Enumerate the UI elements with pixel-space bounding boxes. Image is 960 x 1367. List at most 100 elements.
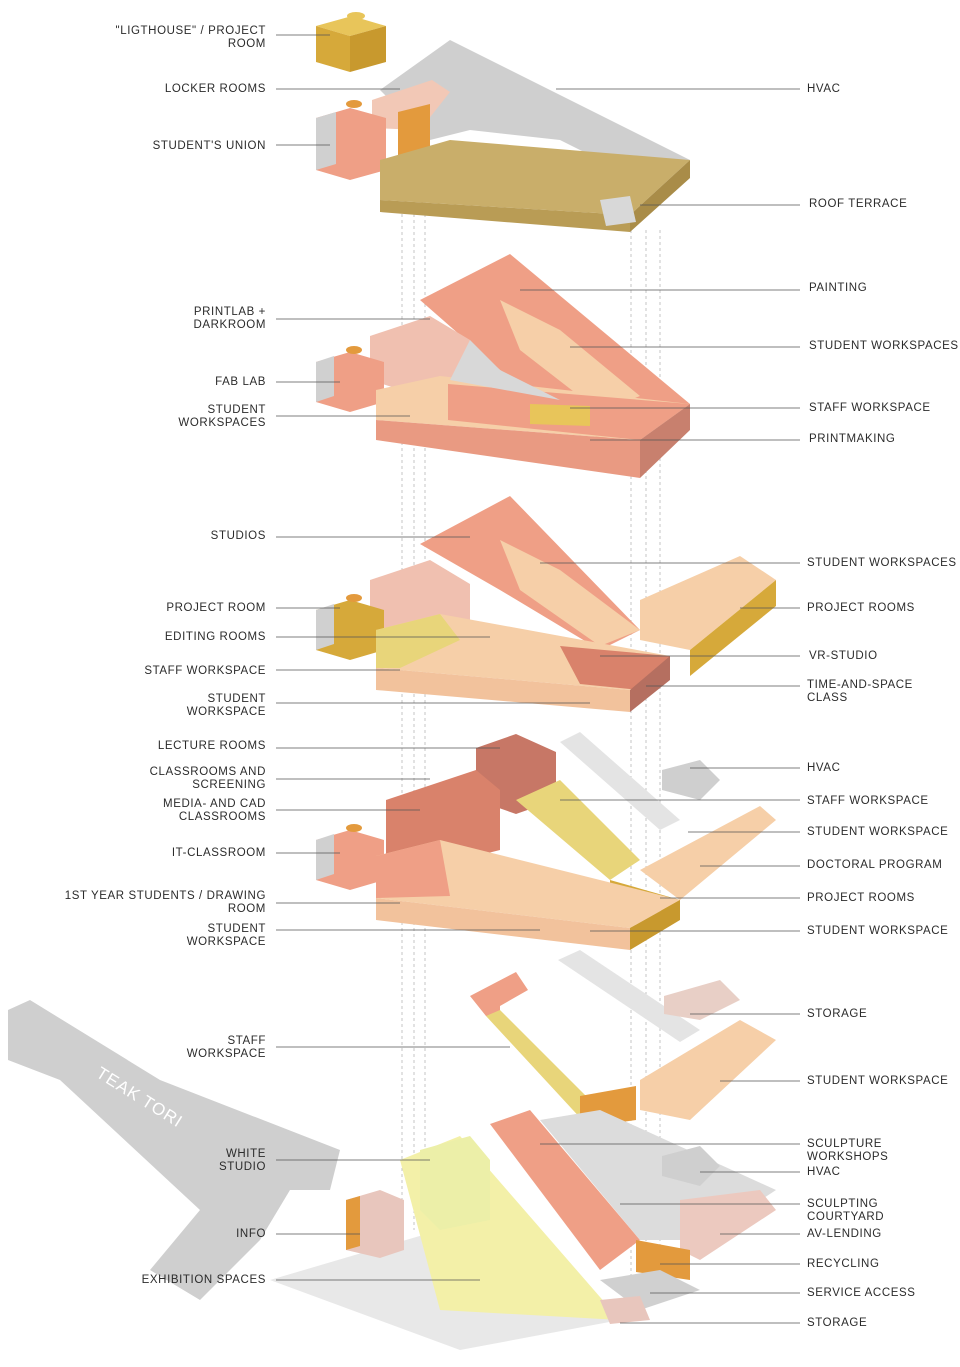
label-editing-rooms: EDITING ROOMS: [164, 631, 266, 643]
label-fab-lab: FAB LAB: [215, 376, 266, 388]
project-room-grey: [316, 604, 334, 650]
label-student-workspace-2: STUDENT WORKSPACE: [186, 923, 266, 948]
label-exhibition-spaces: EXHIBITION SPACES: [141, 1274, 266, 1286]
label-time-and-space-class: TIME-AND-SPACE CLASS: [807, 679, 913, 704]
av-lending: [680, 1190, 776, 1260]
label-vr-studio: VR-STUDIO: [809, 650, 878, 662]
label-sculpting-courtyard: SCULPTING COURTYARD: [807, 1198, 885, 1223]
vr-studio: [560, 646, 670, 690]
label-project-rooms-2: PROJECT ROOMS: [807, 892, 915, 904]
student-workspace-1: [640, 1020, 776, 1120]
lighthouse-cylinder: [347, 12, 365, 20]
label-storage-1: STORAGE: [807, 1008, 868, 1020]
staff-workspace-1: [486, 1010, 600, 1122]
orange-columns: [398, 104, 430, 158]
east-wing-3: [640, 556, 776, 650]
storage-block-1: [664, 980, 740, 1020]
south-wing-2-top: [376, 840, 680, 928]
label-project-room-3: PROJECT ROOM: [166, 602, 266, 614]
union-cylinder: [346, 100, 362, 108]
label-student-workspace-3: STUDENT WORKSPACE: [186, 693, 266, 718]
label-staff-workspace-2: STAFF WORKSPACE: [807, 795, 929, 807]
label-staff-workspace-3: STAFF WORKSPACE: [144, 665, 266, 677]
teak-tori-plate: [8, 1000, 340, 1300]
label-hvac-roof: HVAC: [807, 83, 841, 95]
label-student-workspaces-3-right: STUDENT WORKSPACES: [807, 557, 957, 569]
floor-2: [316, 732, 776, 950]
grey-stack-left: [316, 112, 336, 170]
leader-lines: [276, 34, 800, 1324]
white-studio: [420, 1136, 490, 1230]
classrooms-block: [386, 770, 500, 870]
label-printlab-darkroom: PRINTLAB + DARKROOM: [193, 306, 266, 331]
floor-3: [316, 496, 776, 712]
south-wing-front: [376, 420, 640, 478]
label-info: INFO: [236, 1228, 266, 1240]
label-staff-workspace-1: STAFF WORKSPACE: [186, 1035, 266, 1060]
roof-terrace-floor: [380, 140, 690, 215]
student-workspaces-wing: [500, 300, 640, 412]
info-orange: [346, 1196, 360, 1250]
staff-workspace-2: [516, 780, 640, 880]
lighthouse-box-left: [316, 26, 350, 72]
label-studios: STUDIOS: [210, 530, 266, 542]
south-wing-end: [640, 404, 690, 478]
student-workspace-2-east: [640, 806, 776, 900]
south-wing-3-front: [376, 668, 630, 712]
floor-4: [316, 254, 690, 478]
label-student-workspace-2-lower: STUDENT WORKSPACE: [807, 925, 949, 937]
south-wing-2-front: [376, 898, 630, 950]
south-wing-2-end: [630, 900, 680, 950]
project-rooms-east: [690, 580, 776, 676]
label-storage-ground: STORAGE: [807, 1317, 868, 1329]
label-printmaking: PRINTMAKING: [809, 433, 896, 445]
sculpture-workshops: [490, 1110, 640, 1270]
recycling: [636, 1240, 690, 1280]
label-student-workspaces-4: STUDENT WORKSPACES: [178, 404, 266, 429]
label-sculpture-workshops: SCULPTURE WORKSHOPS: [807, 1138, 889, 1163]
hvac-ground: [662, 1146, 720, 1186]
time-space-class: [630, 656, 670, 712]
hvac-roof-plate: [380, 40, 690, 180]
label-first-year-drawing-room: 1st YEAR STUDENTS / DRAWING ROOM: [64, 890, 266, 915]
label-staff-workspace-4: STAFF WORKSPACE: [809, 402, 931, 414]
ground-floor: TEAK TORI: [8, 1000, 776, 1350]
label-media-cad-classrooms: MEDIA- AND CAD CLASSROOMS: [163, 798, 266, 823]
storage-ground: [600, 1296, 650, 1324]
terrace-platform: [600, 196, 636, 226]
project-room-cylinder: [346, 594, 362, 602]
label-painting: PAINTING: [809, 282, 868, 294]
fab-lab-cylinder: [346, 346, 362, 354]
label-white-studio: WHITE STUDIO: [218, 1148, 266, 1173]
label-student-workspaces-4-right: STUDENT WORKSPACES: [809, 340, 959, 352]
label-roof-terrace: ROOF TERRACE: [809, 198, 908, 210]
fab-lab-grey: [316, 356, 334, 402]
label-classrooms-screening: CLASSROOMS AND SCREENING: [149, 766, 266, 791]
label-av-lending: AV-LENDING: [807, 1228, 882, 1240]
locker-rooms-block: [372, 80, 450, 130]
staff-workspace-yellow: [530, 404, 590, 426]
label-recycling: RECYCLING: [807, 1258, 880, 1270]
floor-1: [470, 950, 776, 1128]
label-doctoral-program: DOCTORAL PROGRAM: [807, 859, 943, 871]
label-project-rooms-3: PROJECT ROOMS: [807, 602, 915, 614]
lighthouse-box-top: [316, 16, 386, 36]
label-locker-rooms: LOCKER ROOMS: [164, 83, 266, 95]
staff-workspace-3: [376, 614, 460, 668]
label-service-access: SERVICE ACCESS: [807, 1287, 916, 1299]
roof-terrace-side: [630, 160, 690, 232]
student-workspaces-wing-3: [500, 540, 640, 646]
label-lighthouse-project-room: "LIGTHOUSE" / PROJECT ROOM: [115, 25, 266, 50]
label-lecture-rooms: LECTURE ROOMS: [157, 740, 266, 752]
it-grey: [316, 834, 334, 880]
hvac-grey-2: [662, 760, 720, 800]
it-cylinder: [346, 824, 362, 832]
roof-terrace-wall: [380, 160, 630, 232]
grid-strip-2: [560, 732, 680, 830]
floor4-courtyard: [450, 340, 560, 400]
info-box: [346, 1190, 404, 1258]
label-student-workspace-1: STUDENT WORKSPACE: [807, 1075, 949, 1087]
label-students-union: STUDENT'S UNION: [152, 140, 266, 152]
